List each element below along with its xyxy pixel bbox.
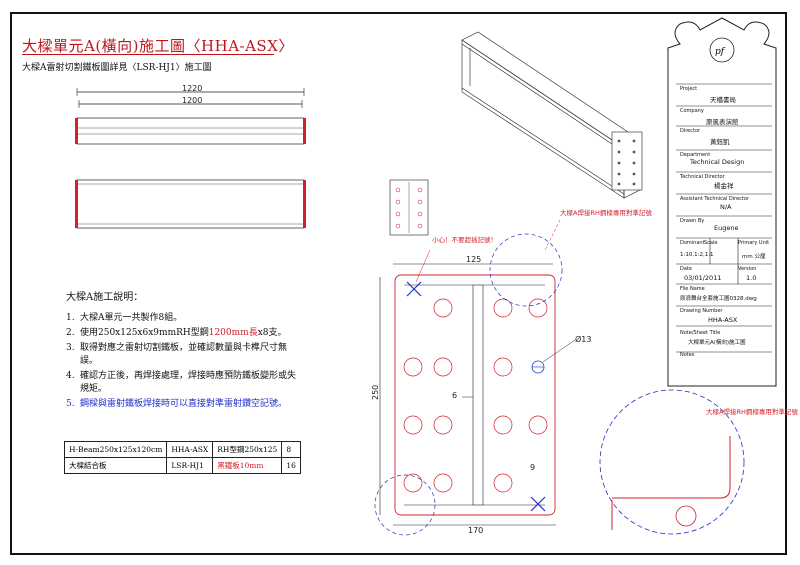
dim-top-outer: 1220 — [182, 84, 202, 93]
note-item: 5.鋼樑與雷射鐵板焊接時可以直接對準雷射鑽空記號。 — [66, 399, 288, 409]
title-block: pf — [667, 17, 777, 387]
tb-assistant: N/A — [720, 203, 732, 211]
plate-thumbnail — [389, 179, 429, 236]
dim-plate-width: 170 — [468, 526, 483, 535]
beam-top-view: 1220 1200 — [75, 84, 306, 145]
tb-unit: mm 公厘 — [742, 254, 766, 260]
section-plate-detail: 125 250 Ø13 6 9 170 小心！不要超插記號！ 大樑A焊接RH鋼樑… — [371, 208, 652, 536]
weld-mark-note-2: 大樑A焊接RH鋼樑專用對準記號 — [706, 407, 798, 416]
beam-isometric-view — [461, 31, 643, 199]
construction-notes: 1.大樑A單元一共製作8組。 2.使用250x125x6x9mmRH型鋼1200… — [66, 312, 296, 413]
note-item: 4.確認方正後，再焊接處理，焊接時應預防鐵板變形或失規矩。 — [66, 371, 297, 394]
beam-side-view — [75, 179, 306, 229]
note-item: 2.使用250x125x6x9mmRH型鋼1200mm長x8支。 — [66, 328, 287, 338]
drawing-title: 大樑單元A(橫向)施工圖〈HHA-ASX〉 — [22, 37, 294, 55]
tb-version: 1.0 — [746, 274, 757, 282]
dim-web: 6 — [452, 391, 457, 400]
dim-section-width: 125 — [466, 255, 481, 264]
tb-date: 03/01/2011 — [684, 274, 722, 282]
table-row: 大樑結合板 LSR-HJ1 黑鐵板10mm 16 — [63, 457, 301, 474]
tb-file: 原浪舞台全套施工圖0328.dwg — [680, 296, 757, 302]
tb-tech-director: 楊金祥 — [714, 182, 734, 190]
tb-director: 黃鈺凱 — [710, 138, 730, 146]
caution-note: 小心！不要超插記號！ — [432, 235, 497, 244]
note-item: 3.取得對應之雷射切割鐵板，並確認數量與卡榫尺寸無誤。 — [66, 343, 288, 366]
tb-company: 原風表演館 — [706, 118, 739, 126]
logo-seal — [709, 37, 735, 63]
tb-project: 天橋書局 — [710, 96, 736, 104]
dim-section-height: 250 — [371, 385, 380, 400]
dim-hole-dia: Ø13 — [575, 334, 591, 344]
tb-drawn: Eugene — [714, 224, 739, 232]
tb-sheet-title: 大樑單元A(橫向)施工圖 — [688, 340, 746, 346]
svg-text:pf: pf — [715, 47, 726, 57]
title-underline — [22, 54, 274, 55]
drawing-frame — [10, 12, 787, 555]
note-item: 1.大樑A單元一共製作8組。 — [66, 313, 183, 323]
table-row: H-Beam250x125x120cm HHA-ASX RH型鋼250x125 … — [63, 441, 301, 458]
weld-mark-note-1: 大樑A焊接RH鋼樑專用對準記號 — [560, 208, 652, 217]
enlarged-detail: 大樑A焊接RH鋼樑專用對準記號 — [599, 389, 798, 535]
tb-drawing-number: HHA-ASX — [708, 316, 738, 324]
tb-department: Technical Design — [690, 158, 745, 166]
dim-top-inner: 1200 — [182, 96, 202, 105]
dim-flange: 9 — [530, 463, 535, 472]
bill-of-materials: H-Beam250x125x120cm HHA-ASX RH型鋼250x125 … — [63, 441, 301, 474]
notes-heading: 大樑A施工說明： — [66, 292, 144, 303]
tb-scale: 1:10,1:2,1:1 — [680, 252, 714, 258]
drawing-subtitle: 大樑A雷射切割鐵板圖詳見〈LSR-HJ1〉施工圖 — [22, 63, 212, 73]
